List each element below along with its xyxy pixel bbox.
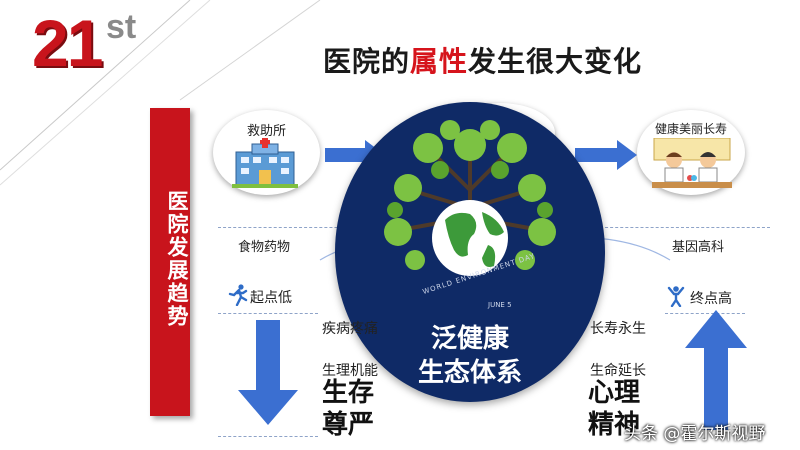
tree-globe-icon: [384, 120, 556, 276]
dashed-line-left-top: [218, 227, 378, 228]
arrow-down: [238, 320, 298, 425]
psychology-text: 心理: [588, 378, 641, 408]
food-medicine-label: 食物药物: [238, 240, 291, 255]
start-low-label: 起点低: [250, 290, 292, 306]
title-highlight: 属性: [410, 45, 469, 78]
corner-decoration: [0, 0, 321, 186]
page-title: 医院的属性发生很大变化: [323, 40, 642, 80]
physiology-label: 生理机能: [322, 363, 378, 379]
hospital-icon: [232, 138, 298, 188]
title-suffix: 发生很大变化: [468, 45, 643, 78]
dignity-text: 尊严: [322, 410, 375, 440]
dashed-line-right-mid: [665, 313, 745, 314]
doctors-icon: [652, 138, 732, 188]
life-extension-label: 生命延长: [590, 363, 646, 379]
survival-text: 生存: [322, 378, 375, 408]
side-bar: [150, 108, 190, 416]
globe-line2: 生态体系: [417, 358, 522, 388]
arrow-right-right: [575, 140, 637, 170]
right-circle-label: 健康美丽长寿: [654, 122, 727, 136]
logo-number: 21: [32, 6, 103, 80]
running-icon: [228, 284, 248, 306]
left-circle-label: 救助所: [246, 124, 286, 139]
globe-line1: 泛健康: [430, 324, 509, 354]
dashed-line-left-mid: [218, 313, 318, 314]
globe-date-text: JUNE 5: [488, 301, 512, 309]
logo-suffix: st: [106, 8, 137, 46]
title-prefix: 医院的: [323, 45, 411, 78]
dashed-line-left-bottom: [218, 436, 318, 437]
spirit-text: 精神: [588, 410, 641, 440]
longevity-label: 长寿永生: [590, 321, 646, 337]
disease-pain-label: 疾病疼痛: [322, 321, 378, 337]
watermark: 头条 @霍尔斯视野: [624, 424, 766, 444]
gene-tech-label: 基因高科: [672, 240, 725, 255]
side-bar-text: 医院发展趋势: [165, 190, 189, 328]
end-high-label: 终点高: [690, 291, 732, 307]
cheer-icon: [667, 286, 685, 307]
arrow-up: [685, 310, 747, 430]
dashed-line-right-top: [600, 227, 770, 228]
